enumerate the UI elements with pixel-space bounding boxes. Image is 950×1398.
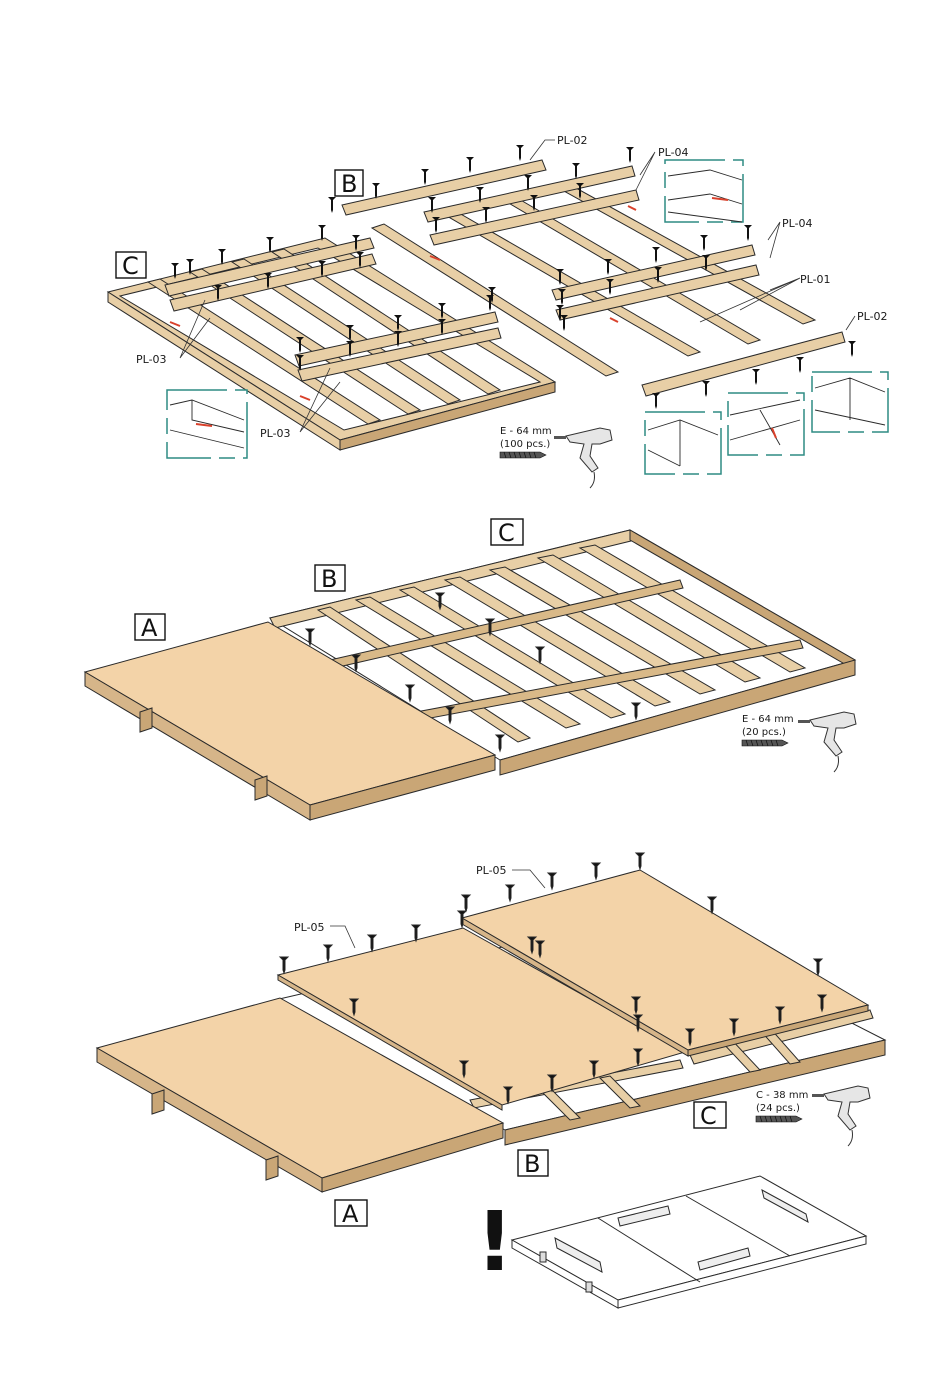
- pl04-right-label: PL-04: [782, 217, 813, 230]
- section-c-label-step3: C: [700, 1102, 717, 1130]
- screw-qty-label: (100 pcs.): [500, 439, 550, 450]
- screw-spec-label: E - 64 mm: [742, 714, 794, 725]
- screw-icon: [742, 740, 788, 746]
- pl03-left-label: PL-03: [136, 353, 167, 366]
- pl02-top-label: PL-02: [557, 134, 588, 147]
- pl04-top-label: PL-04: [658, 146, 689, 159]
- section-c-label-step2: C: [498, 519, 515, 547]
- warning-group: !: [476, 1176, 866, 1308]
- section-c-label: C: [122, 252, 139, 280]
- screw-note-step2: E - 64 mm (20 pcs.): [742, 712, 856, 772]
- screw-icon: [756, 1116, 802, 1122]
- section-a-label-step2: A: [141, 614, 158, 642]
- section-b-label-step3: B: [524, 1150, 540, 1178]
- screw-note-step3: C - 38 mm (24 pcs.): [756, 1086, 870, 1146]
- drill-icon: [554, 428, 612, 488]
- section-b-label-step2: B: [321, 565, 337, 593]
- finished-floor-outline: [512, 1176, 866, 1308]
- warning-exclamation: !: [476, 1195, 513, 1290]
- screw-qty-label: (20 pcs.): [742, 727, 786, 738]
- section-a-label-step3: A: [342, 1200, 359, 1228]
- drill-icon: [798, 712, 856, 772]
- screw-qty-label: (24 pcs.): [756, 1103, 800, 1114]
- pl03-bottom-label: PL-03: [260, 427, 291, 440]
- screw-spec-label: E - 64 mm: [500, 426, 552, 437]
- pl02-right-label: PL-02: [857, 310, 888, 323]
- section-b-label: B: [341, 170, 357, 198]
- pl05-left-label: PL-05: [294, 921, 325, 934]
- step3-group: PL-05 PL-05 A B C C - 38 mm (24 pcs.): [97, 853, 885, 1228]
- step1-group: B C PL-02 PL-04 PL-04 PL-01 PL-02 PL-03 …: [108, 134, 888, 488]
- step2-group: A B C E - 64 mm (20 pcs.): [85, 519, 856, 820]
- pl01-label: PL-01: [800, 273, 831, 286]
- screw-note-step1: E - 64 mm (100 pcs.): [500, 426, 612, 488]
- pl05-top-label: PL-05: [476, 864, 507, 877]
- screw-spec-label: C - 38 mm: [756, 1090, 808, 1101]
- screw-icon: [500, 452, 546, 458]
- drill-icon: [812, 1086, 870, 1146]
